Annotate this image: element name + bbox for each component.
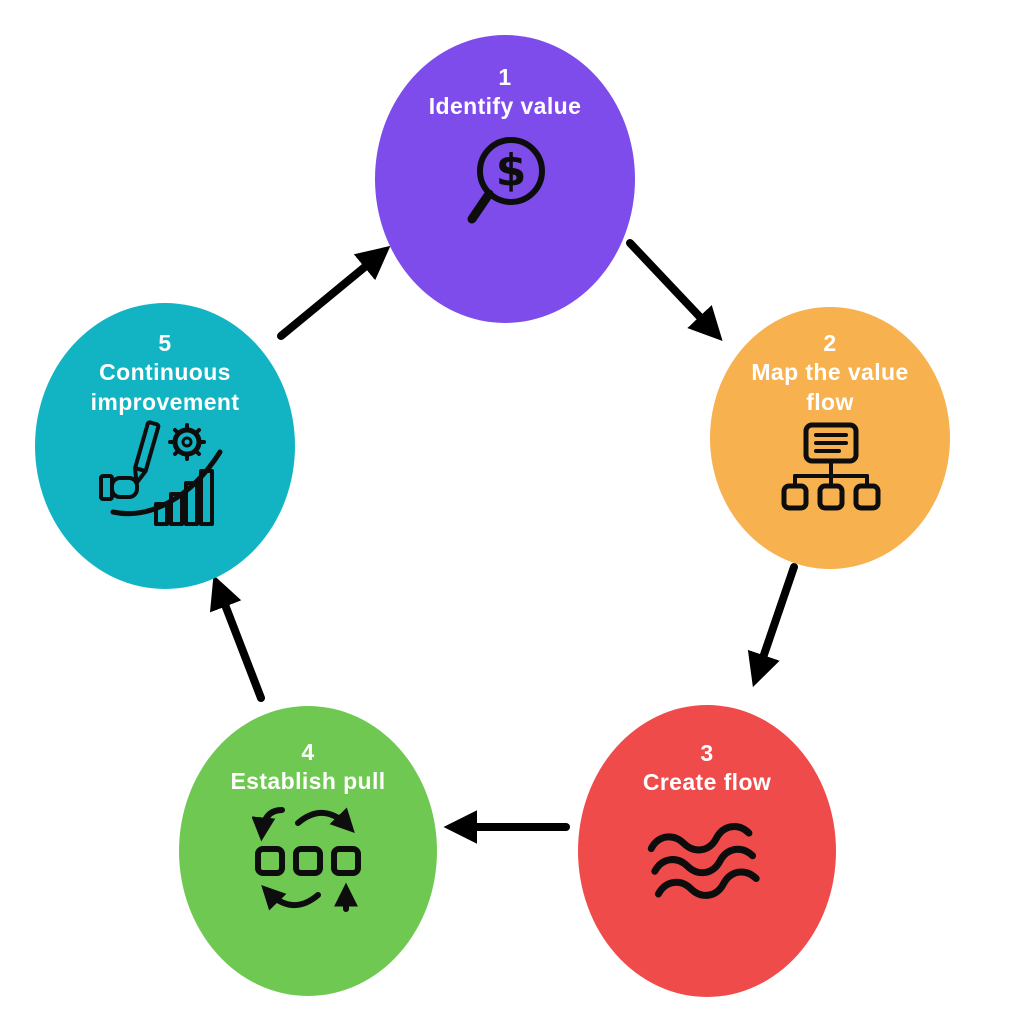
waves-icon <box>647 822 760 899</box>
magnifier-dollar-icon: $ <box>467 136 545 224</box>
svg-text:$: $ <box>496 145 527 196</box>
step-number: 3 <box>700 740 714 766</box>
step-number: 1 <box>498 64 512 90</box>
step-label: Create flow <box>642 769 772 796</box>
step-icon <box>645 818 769 906</box>
step-number: 5 <box>158 330 172 356</box>
step-circle-continuous-improvement: 5 Continuous improvement <box>35 303 295 589</box>
step-circle-create-flow: 3 Create flow <box>578 705 836 997</box>
arrow-4-to-5 <box>209 575 265 702</box>
step-icon <box>252 803 364 915</box>
step-label: Establish pull <box>230 768 386 795</box>
step-number: 4 <box>301 739 315 765</box>
step-label: Continuous improvement <box>90 359 240 415</box>
arrow-1-to-2 <box>626 239 723 341</box>
step-circle-map-value-flow: 2 Map the value flow <box>710 307 950 569</box>
step-icon: $ <box>459 134 551 232</box>
step-circle-establish-pull: 4 Establish pull <box>179 706 437 996</box>
flowchart-icon <box>781 422 881 511</box>
hand-pencil-chart-gear-icon <box>99 420 223 527</box>
step-label: Map the value flow <box>751 359 909 415</box>
step-icon <box>778 422 882 518</box>
step-icon <box>99 420 231 527</box>
step-number: 2 <box>823 330 837 356</box>
step-circle-identify-value: 1 Identify value $ <box>375 35 635 323</box>
step-label: Identify value <box>428 93 582 120</box>
arrow-2-to-3 <box>747 563 798 688</box>
pull-system-icon <box>252 806 361 912</box>
arrow-5-to-1 <box>277 245 391 340</box>
